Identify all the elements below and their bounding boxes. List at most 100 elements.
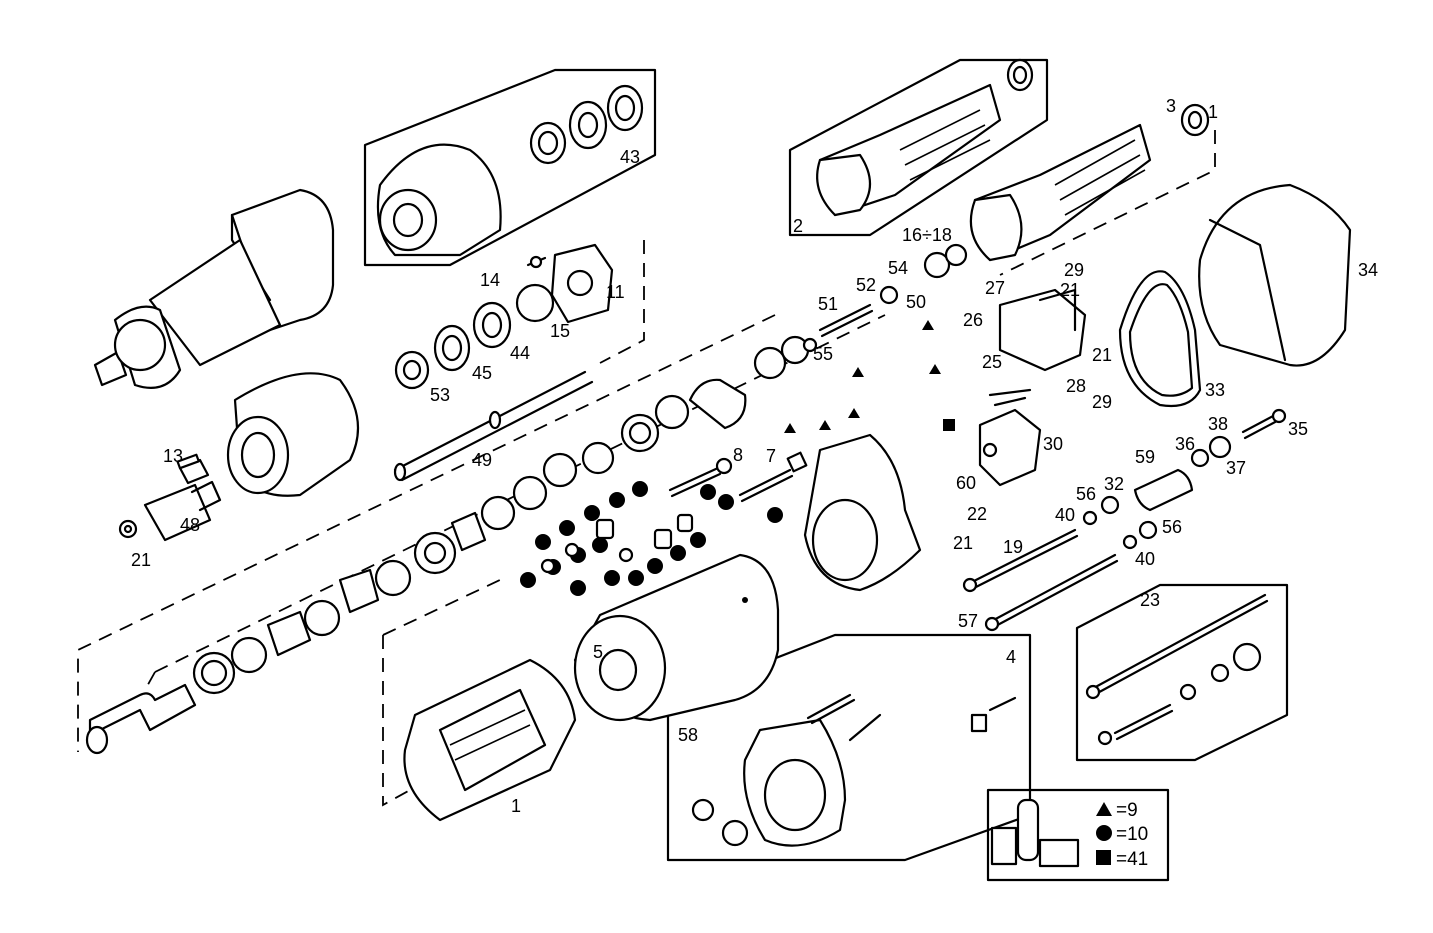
starter-motor-assembly [93, 188, 335, 389]
washer-series [192, 335, 818, 695]
label-57: 57 [958, 611, 978, 631]
armature-2 [816, 58, 1034, 217]
label-43: 43 [620, 147, 640, 167]
label-36: 36 [1175, 434, 1195, 454]
label-56b: 56 [1162, 517, 1182, 537]
label-2: 2 [793, 216, 803, 236]
shaft-49 [393, 370, 594, 482]
label-56a: 56 [1076, 484, 1096, 504]
cover-34 [1198, 183, 1352, 367]
bolt-57 [984, 553, 1119, 632]
label-11: 11 [606, 282, 625, 302]
brush-pack-icon-middle [1016, 798, 1040, 862]
group-outline-34-dashed [999, 130, 1216, 276]
starter-drive [85, 683, 197, 755]
label-16-18: 16÷18 [902, 225, 952, 245]
marker-square [943, 419, 955, 431]
label-33: 33 [1205, 380, 1225, 400]
label-44: 44 [510, 343, 530, 363]
label-13: 13 [163, 446, 183, 466]
label-25: 25 [982, 352, 1002, 372]
legend-square-icon [1096, 850, 1111, 865]
label-14: 14 [480, 270, 500, 290]
label-45: 45 [472, 363, 492, 383]
label-4: 4 [1006, 647, 1016, 667]
brush-pack-icon-left [990, 826, 1018, 866]
brush-holder-30 [978, 388, 1042, 487]
legend-circle-label: =10 [1116, 824, 1148, 845]
label-52: 52 [856, 275, 876, 295]
label-32: 32 [1104, 474, 1124, 494]
legend-box [986, 788, 1170, 882]
marker-triangles [784, 320, 941, 433]
gasket-33 [1118, 270, 1202, 408]
label-26: 26 [963, 310, 983, 330]
brush-holder-25 [998, 288, 1087, 372]
label-60: 60 [956, 473, 976, 493]
label-21b: 21 [1060, 280, 1080, 300]
label-58: 58 [678, 725, 698, 745]
terminal-7 [738, 451, 808, 503]
brush-pack-icon-right [1038, 838, 1080, 868]
end-housing [803, 433, 922, 592]
label-55: 55 [813, 344, 833, 364]
marker-circles [520, 481, 783, 596]
field-coil-1 [403, 658, 577, 822]
label-27: 27 [985, 278, 1005, 298]
label-54: 54 [888, 258, 908, 278]
label-40b: 40 [1135, 549, 1155, 569]
group-outline-23 [1075, 583, 1289, 762]
label-21c: 21 [1092, 345, 1112, 365]
part-labels: 1 1 2 3 4 5 7 8 11 13 14 15 16÷18 19 21 … [131, 96, 1378, 816]
drive-end-housing [226, 372, 360, 497]
label-1: 1 [511, 796, 521, 816]
yoke-5 [573, 553, 780, 722]
screw-8 [668, 457, 733, 498]
label-5: 5 [593, 642, 603, 662]
label-22: 22 [967, 504, 987, 524]
label-3: 3 [1166, 96, 1176, 116]
label-38: 38 [1208, 414, 1228, 434]
bushings [540, 513, 694, 574]
label-23: 23 [1140, 590, 1160, 610]
label-35: 35 [1288, 419, 1308, 439]
legend-triangle-label: =9 [1116, 800, 1138, 821]
label-21a: 21 [131, 550, 151, 570]
pinion-48 [118, 453, 222, 542]
label-30: 30 [1043, 434, 1063, 454]
bearing-parts-row [394, 243, 614, 390]
legend: =9 =10 =41 [990, 798, 1148, 870]
legend-square-label: =41 [1116, 849, 1148, 870]
bearing-housing-43 [376, 84, 644, 257]
label-15: 15 [550, 321, 570, 341]
label-37: 37 [1226, 458, 1246, 478]
group-outline-2 [788, 58, 1049, 237]
label-7: 7 [766, 446, 776, 466]
label-40a: 40 [1055, 505, 1075, 525]
end-housing-group-4 [691, 693, 1017, 847]
label-53: 53 [430, 385, 450, 405]
label-29a: 29 [1064, 260, 1084, 280]
label-51: 51 [818, 294, 838, 314]
label-19: 19 [1003, 537, 1023, 557]
label-48: 48 [180, 515, 200, 535]
label-28: 28 [1066, 376, 1086, 396]
label-1b: 1 [1208, 102, 1218, 122]
label-34: 34 [1358, 260, 1378, 280]
group-outline-43 [363, 68, 657, 267]
armature-3 [969, 103, 1210, 262]
group-outline-11-dashed [599, 240, 645, 364]
label-29b: 29 [1092, 392, 1112, 412]
group-outline-1-dashed [382, 579, 501, 807]
spring-51 [818, 243, 968, 338]
label-59: 59 [1135, 447, 1155, 467]
bolt-19 [962, 528, 1079, 593]
fastener-parts-right [1082, 408, 1287, 550]
legend-triangle-icon [1096, 802, 1112, 816]
label-50: 50 [906, 292, 926, 312]
legend-circle-icon [1096, 825, 1112, 841]
label-49: 49 [472, 450, 492, 470]
bolt-group-23 [1085, 593, 1269, 746]
label-8: 8 [733, 445, 743, 465]
